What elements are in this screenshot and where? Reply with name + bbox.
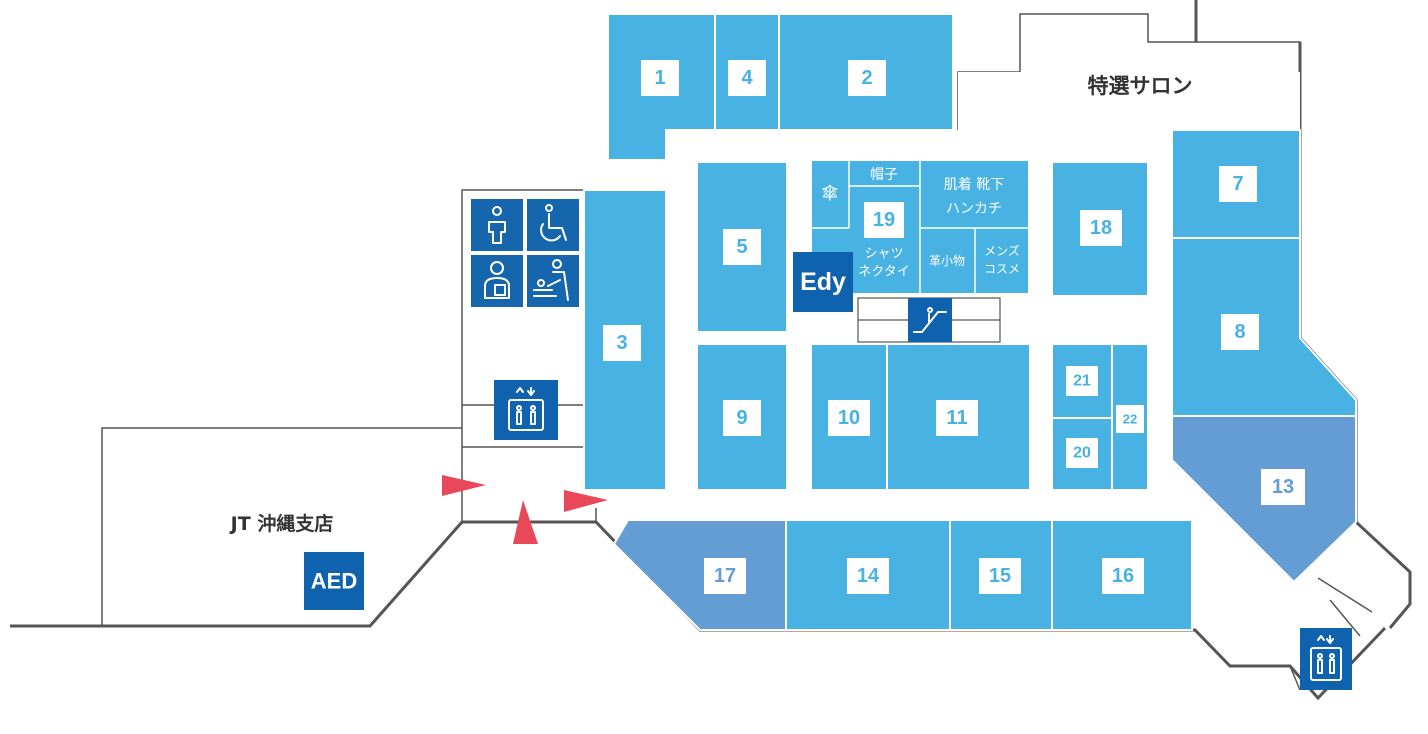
umbrella-label: 傘 — [822, 184, 839, 204]
tenant-4-number: 4 — [741, 67, 753, 89]
tenant-22-number: 22 — [1123, 412, 1137, 427]
tenant-3-number: 3 — [616, 332, 627, 354]
tenant-5[interactable]: 5 — [696, 161, 788, 333]
shirts-label: シャツ — [864, 247, 903, 262]
tenant-5-number: 5 — [736, 236, 747, 258]
underwear-shoes-socks-label: 肌着 靴下 — [944, 177, 1004, 193]
restroom-block — [471, 199, 579, 307]
tenant-16[interactable]: 16 — [1051, 519, 1193, 631]
tenant-18[interactable]: 18 — [1051, 161, 1149, 297]
tenant-10[interactable]: 10 — [810, 343, 888, 491]
tenant-13[interactable]: 13 — [1171, 415, 1357, 584]
tenant-20[interactable]: 20 — [1051, 417, 1113, 491]
tenant-9-number: 9 — [736, 407, 747, 429]
tenant-7[interactable]: 7 — [1171, 129, 1301, 239]
tenant-3[interactable]: 3 — [583, 189, 667, 491]
tenant-20-number: 20 — [1073, 445, 1091, 462]
tenant-15[interactable]: 15 — [949, 519, 1053, 631]
tenant-15-number: 15 — [989, 565, 1011, 587]
jt-branch-label: JT 沖縄支店 — [229, 512, 334, 535]
entrance-arrow-right-2 — [564, 490, 608, 512]
special-salon-label: 特選サロン — [1088, 74, 1193, 98]
tenant-19-number: 19 — [873, 209, 895, 231]
edy-terminal[interactable]: Edy — [793, 252, 853, 312]
tenant-4[interactable]: 4 — [714, 13, 780, 131]
jt-branch: JT 沖縄支店 — [229, 512, 334, 535]
escalator[interactable] — [857, 297, 1001, 343]
elevator-left[interactable] — [494, 380, 558, 440]
tenant-21-number: 21 — [1073, 373, 1091, 390]
tenant-2-number: 2 — [861, 67, 872, 89]
tenant-22[interactable]: 22 — [1111, 343, 1149, 491]
tenant-10-number: 10 — [838, 407, 860, 429]
handkerchief-label: ハンカチ — [946, 201, 1002, 217]
entrance-arrows — [442, 475, 608, 544]
tenant-11[interactable]: 11 — [886, 343, 1031, 491]
tenant-16-number: 16 — [1112, 565, 1134, 587]
hats-label: 帽子 — [870, 167, 898, 183]
wheelchair-icon[interactable] — [527, 199, 579, 251]
tenant-17[interactable]: 17 — [612, 519, 787, 631]
tenant-2[interactable]: 2 — [778, 13, 954, 131]
tenant-13-number: 13 — [1272, 476, 1294, 498]
tenant-21[interactable]: 21 — [1051, 343, 1113, 419]
tenant-14[interactable]: 14 — [785, 519, 951, 631]
special-salon: 特選サロン — [958, 72, 1300, 130]
tenant-1[interactable]: 1 — [607, 13, 716, 161]
tenant-11-number: 11 — [946, 407, 967, 429]
mens-cosme-label-1: メンズ — [984, 243, 1020, 258]
tenant-8[interactable]: 8 — [1171, 237, 1357, 417]
tenant-1-number: 1 — [654, 67, 665, 89]
elevator-right[interactable] — [1300, 628, 1352, 690]
neckties-label: ネクタイ — [858, 265, 909, 280]
entrance-arrow-right — [442, 475, 486, 496]
tenant-14-number: 14 — [857, 565, 880, 587]
mens-cosme-label-2: コスメ — [984, 262, 1020, 276]
edy-label: Edy — [800, 268, 846, 296]
tenant-7-number: 7 — [1232, 173, 1243, 195]
aed-label: AED — [311, 569, 357, 594]
tenant-9[interactable]: 9 — [696, 343, 788, 491]
leather-goods-label: 革小物 — [929, 254, 965, 268]
tenant-18-number: 18 — [1090, 217, 1112, 239]
tenant-8-number: 8 — [1234, 321, 1245, 343]
tenant-17-number: 17 — [714, 565, 736, 587]
entrance-arrow-up — [513, 500, 538, 544]
aed-station[interactable]: AED — [304, 552, 364, 610]
